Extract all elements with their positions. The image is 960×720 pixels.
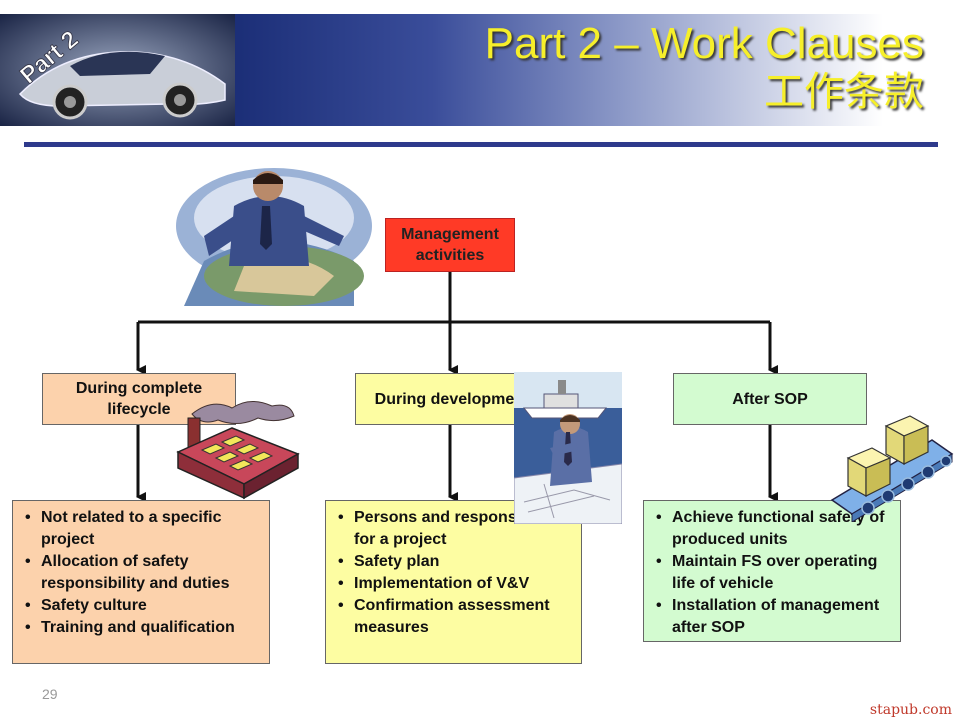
list-item: Achieve functional safety of produced un… <box>652 507 892 551</box>
phase-after-sop-box: After SOP <box>673 373 867 425</box>
development-list: Persons and responsibilities for a proje… <box>325 500 582 664</box>
list-item: Confirmation assessment measures <box>334 595 573 639</box>
list-item: Implementation of V&V <box>334 573 573 595</box>
list-item: Not related to a specific project <box>21 507 261 551</box>
slide-title: Part 2 – Work Clauses 工作条款 <box>485 20 924 116</box>
factory-clipart <box>176 401 300 500</box>
engineer-ship-clipart <box>514 372 622 524</box>
list-item: Installation of management after SOP <box>652 595 892 639</box>
management-activities-box: Management activities <box>385 218 515 272</box>
title-english: Part 2 – Work Clauses <box>484 19 924 68</box>
after-sop-list: Achieve functional safety of produced un… <box>643 500 901 642</box>
list-item: Training and qualification <box>21 617 261 639</box>
lifecycle-list: Not related to a specific project Alloca… <box>12 500 270 664</box>
list-item: Allocation of safety responsibility and … <box>21 551 261 595</box>
watermark: stapub.com <box>869 702 952 718</box>
list-item: Safety culture <box>21 595 261 617</box>
businessman-globe-clipart <box>176 168 372 306</box>
list-item: Maintain FS over operating life of vehic… <box>652 551 892 595</box>
page-number: 29 <box>42 686 58 702</box>
header-car-image: Part 2 <box>0 14 235 126</box>
header-banner: Part 2 Part 2 – Work Clauses 工作条款 <box>0 14 960 126</box>
list-item: Safety plan <box>334 551 573 573</box>
conveyor-boxes-clipart <box>830 415 954 522</box>
title-divider <box>24 142 938 147</box>
title-chinese: 工作条款 <box>764 69 924 115</box>
